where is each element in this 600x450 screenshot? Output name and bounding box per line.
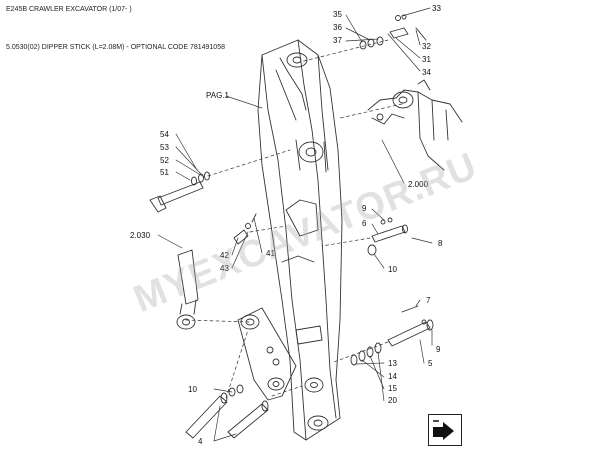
callout-53: 53	[160, 143, 169, 152]
callout-31: 31	[422, 55, 431, 64]
callout-6: 6	[362, 219, 367, 228]
callout-9-lower: 9	[436, 345, 441, 354]
callout-10-upper: 10	[388, 265, 397, 274]
pins-4	[185, 384, 269, 439]
callout-35: 35	[333, 10, 342, 19]
callout-7: 7	[426, 296, 431, 305]
callout-51: 51	[160, 168, 169, 177]
callout-43: 43	[220, 264, 229, 273]
page-subtitle: 5.0530(02) DIPPER STICK (L=2.08M) - OPTI…	[6, 44, 225, 51]
callout-2-030: 2.030	[130, 231, 151, 240]
pin-51	[149, 171, 210, 213]
next-page-arrow-icon	[433, 420, 454, 440]
cylinder-rod-end	[176, 249, 199, 330]
callout-pag-1: PAG.1	[206, 91, 229, 100]
callout-32: 32	[422, 42, 431, 51]
boom-end-bracket	[367, 79, 463, 171]
callout-10-lower: 10	[188, 385, 197, 394]
callout-13: 13	[388, 359, 397, 368]
callout-9-upper: 9	[362, 204, 367, 213]
assembly-leader-lines	[185, 39, 403, 399]
callout-leaders	[157, 7, 433, 442]
callout-42: 42	[220, 251, 229, 260]
callout-4: 4	[198, 437, 203, 446]
callout-15: 15	[388, 384, 397, 393]
pin-group-top	[359, 14, 427, 50]
callout-33: 33	[432, 4, 441, 13]
callout-34: 34	[422, 68, 431, 77]
callout-41: 41	[266, 249, 275, 258]
callout-14: 14	[388, 372, 397, 381]
page-title: E245B CRAWLER EXCAVATOR (1/07- )	[6, 6, 132, 13]
pin-6	[367, 217, 421, 256]
callout-2-000: 2.000	[408, 180, 429, 189]
callout-54: 54	[160, 130, 169, 139]
callout-8: 8	[438, 239, 443, 248]
dipper-stick	[257, 39, 343, 441]
callout-36: 36	[333, 23, 342, 32]
pin-5	[350, 305, 434, 366]
callout-5: 5	[428, 359, 433, 368]
callout-20: 20	[388, 396, 397, 405]
next-page-button[interactable]	[428, 414, 462, 446]
callout-52: 52	[160, 156, 169, 165]
callout-37: 37	[333, 36, 342, 45]
